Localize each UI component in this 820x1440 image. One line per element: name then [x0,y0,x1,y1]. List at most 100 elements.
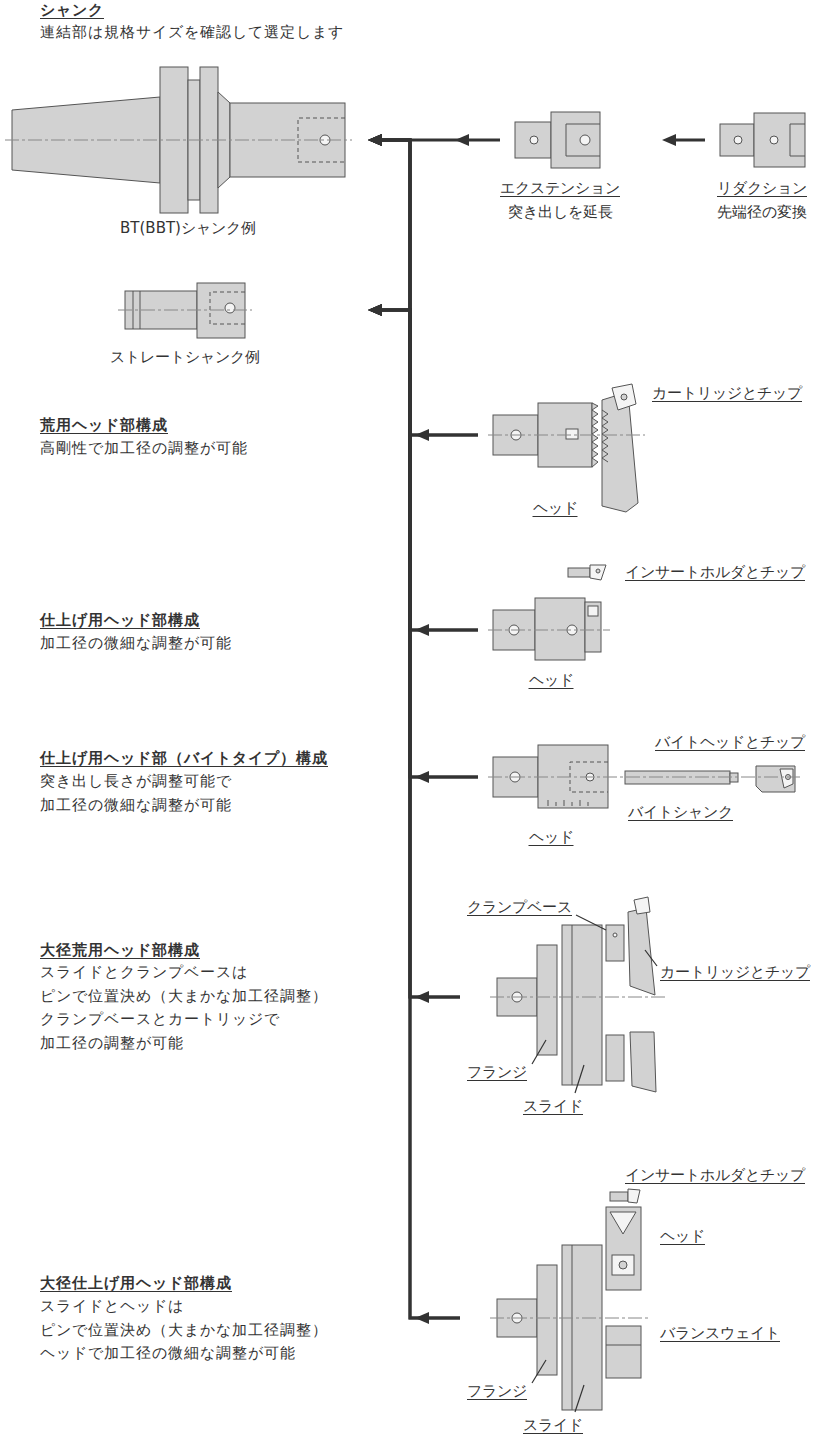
part-label: バイトヘッドとチップ [655,732,805,752]
part-label: バランスウェイト [660,1323,780,1343]
large-rough-head-drawing-shape [645,950,657,966]
part-group: クランプベースカートリッジとチップフランジスライド [460,895,815,1120]
section-heading: 大径荒用ヘッド部構成 [40,940,200,960]
text-line: クランプベースとカートリッジで [40,1008,328,1032]
large-rough-head-drawing-shape [606,925,624,961]
part-label: ヘッド [529,670,574,690]
description: 加工径の微細な調整が可能 [40,633,232,653]
arrow-head [368,134,382,146]
large-rough-head-drawing-shape [630,1032,656,1092]
description: 突き出し長さが調整可能で 加工径の微細な調整が可能 [40,770,232,817]
large-rough-head-drawing-shape [572,925,573,1085]
straight-shank-drawing-shape [225,303,235,313]
section-heading: 荒用ヘッド部構成 [40,415,168,435]
extension-drawing-shape [551,112,600,168]
large-finishing-head-drawing-shape [628,1189,640,1203]
part-label: クランプベース [467,897,572,917]
part-label: フランジ [467,1062,527,1082]
connector [368,134,478,630]
arrow-head [368,304,382,316]
rough-head-drawing-shape [602,392,638,512]
finishing-head-drawing [488,565,610,660]
rough-head-drawing-shape [612,384,636,410]
connector [368,134,478,777]
part-group: バイトヘッドとチップバイトシャンクヘッド [478,730,815,850]
arrow-head [368,134,382,146]
part-group: リダクション先端径の変換 [705,105,815,225]
text-line: ピンで位置決め（大まかな加工径調整） [40,1319,328,1343]
connector-line [378,140,478,630]
text-line: スライドとヘッドは [40,1295,328,1319]
large-rough-head-drawing-shape [490,997,665,998]
part-group: BT(BBT)シャンク例 [10,60,368,245]
reduction-drawing-shape [754,113,805,167]
arrow-head [368,304,382,316]
boring-bar-head-drawing-shape [780,769,793,788]
text-line: ピンで位置決め（大まかな加工径調整） [40,985,328,1009]
extension-drawing-shape [566,124,600,156]
straight-shank-drawing-shape [118,310,252,311]
large-rough-head-drawing-shape [562,925,602,1085]
connector [368,304,460,1318]
arrow-head [368,304,382,316]
large-finishing-head-drawing-shape [610,1212,636,1234]
straight-shank-drawing-shape [210,292,245,324]
large-finishing-head-drawing-shape [606,1345,641,1346]
connector [368,304,478,777]
part-label: エクステンション [500,178,620,198]
connector-line [378,140,478,435]
description: 連結部は規格サイズを確認して選定します [40,22,344,42]
large-rough-head-drawing-shape [628,908,655,995]
rough-head-drawing-shape [602,410,608,462]
part-label: ヘッド [660,1226,705,1246]
part-label: ヘッド [529,827,574,847]
arrow-head [368,134,382,146]
connector-line [378,310,478,630]
connector-line [378,310,460,1318]
text-line: 加工径の微細な調整が可能 [40,794,232,818]
boring-bar-head-drawing-shape [488,777,800,778]
rough-head-drawing-shape [566,429,578,439]
part-label: 突き出しを延長 [508,202,613,222]
part-label: BT(BBT)シャンク例 [120,218,256,238]
text-line: ヘッドで加工径の微細な調整が可能 [40,1342,328,1366]
connector [368,304,460,997]
part-label: スライド [523,1096,583,1116]
large-finishing-head-drawing-shape [606,1326,641,1378]
large-finishing-head-drawing-shape [612,1255,634,1275]
part-label: スライド [523,1415,583,1435]
reduction-drawing-shape [734,136,742,144]
section-heading: 仕上げ用ヘッド部（バイトタイプ）構成 [40,748,328,768]
connector [368,304,478,435]
connector-line [378,310,478,435]
large-finishing-head-drawing-shape [490,1318,648,1319]
large-rough-head-drawing-shape [576,915,606,930]
part-label: ヘッド [533,498,578,518]
description: スライドとクランプベースは ピンで位置決め（大まかな加工径調整） クランプベース… [40,961,328,1055]
part-group: カートリッジとチップヘッド [478,380,815,520]
connector [368,304,478,630]
reduction-drawing-shape [770,136,778,144]
large-finishing-head-drawing-shape [606,1207,641,1290]
part-group: インサートホルダとチップヘッドバランスウェイトフランジスライド [460,1160,815,1438]
bt-shank-drawing [5,67,352,213]
bt-shank-drawing-shape [5,140,352,141]
large-finishing-head-drawing-shape [572,1245,573,1410]
finishing-head-drawing-shape [596,569,600,573]
large-rough-head-drawing-shape [575,1065,584,1093]
part-label: 先端径の変換 [717,202,807,222]
connector-line [378,310,478,777]
extension-drawing-shape [580,135,590,145]
text-line: スライドとクランプベースは [40,961,328,985]
part-label: バイトシャンク [628,802,733,822]
part-group: インサートホルダとチップヘッド [478,556,815,694]
part-label: リダクション [717,178,807,198]
large-finishing-head-drawing-shape [610,1192,628,1201]
part-label: カートリッジとチップ [660,962,810,982]
part-group: ストレートシャンク例 [100,275,368,375]
connector [662,134,705,146]
straight-shank-drawing-shape [140,291,141,329]
large-rough-head-drawing-shape [613,933,617,937]
